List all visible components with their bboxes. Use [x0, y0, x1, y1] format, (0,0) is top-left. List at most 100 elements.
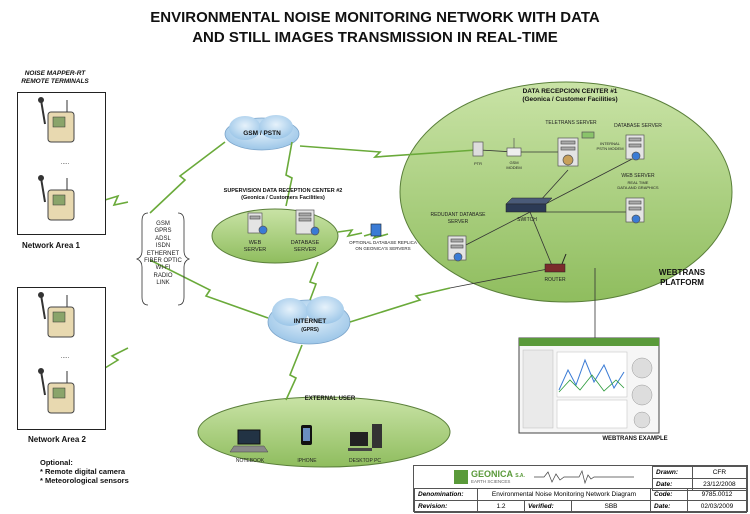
- geonica-logo-sub: EARTH SCIENCES: [471, 479, 511, 484]
- network-area-1-label: Network Area 1: [22, 241, 80, 250]
- gsm-pstn-label: GSM / PSTN: [243, 130, 281, 137]
- notebook-label: NOTEBOOK: [235, 458, 265, 464]
- reception-web-server-label-line-3: DATA AND GRAPHICS: [617, 185, 659, 190]
- date2-label: Date:: [650, 500, 688, 513]
- diagram-title: ENVIRONMENTAL NOISE MONITORING NETWORK W…: [0, 8, 750, 48]
- replica-label-line-2: ON GEONICA'S SERVERS: [355, 245, 411, 251]
- sup-web-server-label-line-2: SERVER: [243, 247, 267, 253]
- sup-db-server-label-line-2: SERVER: [293, 247, 317, 253]
- verified-label: Verified:: [524, 500, 572, 513]
- revision-value: 1.2: [477, 500, 525, 513]
- reception-db-server-label: DATABASE SERVER: [614, 123, 662, 129]
- desktop-pc-label: DESKTOP PC: [348, 458, 382, 464]
- code-value: 9785.0012: [687, 488, 747, 501]
- title-line-1: ENVIRONMENTAL NOISE MONITORING NETWORK W…: [150, 9, 600, 26]
- teletrans-server-icon: [557, 137, 579, 167]
- reception-web-server-icon: [625, 197, 645, 224]
- reception-center-ellipse: [399, 81, 733, 303]
- replica-icon: [370, 223, 382, 237]
- internet-label: INTERNET (GPRS): [280, 318, 340, 334]
- comm-link: WI-FI: [155, 265, 171, 272]
- terminal-device-1: [38, 97, 75, 143]
- supervision-title: SUPERVISION DATA RECEPTION CENTER #2 (Ge…: [213, 188, 353, 202]
- gsm-modem-label-line-2: MODEM: [506, 165, 522, 170]
- desktop-pc-icon: [348, 424, 382, 451]
- sup-db-server-icon: [295, 209, 320, 236]
- replica-label-line-1: OPTIONAL DATABASE REPLICA: [349, 240, 417, 245]
- comm-link: ADSL: [155, 235, 171, 242]
- reception-title-line-2: (Geonica / Customer Facilities): [522, 96, 618, 103]
- webtrans-platform-label: WEBTRANS PLATFORM: [652, 268, 712, 288]
- verified-value: SBB: [571, 500, 651, 513]
- redundant-db-label: REDUDANT DATABASE SERVER: [418, 212, 498, 226]
- comm-link: LINK: [156, 280, 170, 287]
- router-label: ROUTER: [544, 277, 566, 283]
- switch-label: SWITCH: [517, 217, 537, 223]
- denomination-value: Environmental Noise Monitoring Network D…: [477, 488, 651, 501]
- title-block-right: Drawn:CFR Date:23/12/2008: [652, 466, 748, 491]
- modem-card-icon: [581, 131, 595, 139]
- date2-value: 02/03/2009: [687, 500, 747, 513]
- internet-label-line-2: (GPRS): [301, 327, 319, 333]
- denomination-label: Denomination:: [414, 488, 478, 501]
- webtrans-example-label: WEBTRANS EXAMPLE: [602, 436, 668, 442]
- gsm-modem-label-line-1: GSM: [509, 160, 519, 165]
- revision-label: Revision:: [414, 500, 478, 513]
- webtrans-platform-label-line-2: PLATFORM: [660, 278, 704, 287]
- gsm-pstn-cloud: [224, 115, 300, 151]
- comm-link: ETHERNET: [146, 250, 180, 257]
- supervision-center-ellipse: [211, 208, 339, 264]
- webtrans-screenshot: [518, 337, 660, 434]
- switch-icon: [505, 197, 553, 213]
- logo-area: GEONICA S.A. EARTH SCIENCES: [414, 466, 653, 489]
- redundant-db-server-icon: [447, 235, 467, 262]
- comm-link: FIBER OPTIC: [144, 258, 182, 265]
- terminal-devices: [38, 97, 75, 414]
- area1-dots: .....: [60, 160, 70, 166]
- reception-web-server-label-line-1: WEB SERVER: [621, 173, 655, 179]
- redundant-db-label-line-1: REDUDANT DATABASE: [430, 212, 486, 218]
- terminals-header-line-2: REMOTE TERMINALS: [21, 78, 89, 85]
- terminal-device-2: [38, 175, 75, 221]
- notebook-icon: [229, 429, 269, 453]
- sup-db-server-label: DATABASE SERVER: [285, 240, 325, 254]
- replica-label: OPTIONAL DATABASE REPLICA ON GEONICA'S S…: [348, 240, 418, 251]
- gsm-modem-icon: [506, 138, 522, 157]
- comm-bracket: [135, 212, 191, 306]
- reception-title-line-1: DATA RECEPCION CENTER #1: [522, 88, 618, 95]
- comm-link: GPRS: [154, 228, 172, 235]
- waveform-icon: [534, 470, 634, 484]
- ptr-icon: [472, 141, 484, 157]
- geonica-logo-suffix: S.A.: [515, 473, 525, 479]
- redundant-db-label-line-2: SERVER: [447, 219, 469, 225]
- gsm-modem-label: GSM MODEM: [500, 160, 528, 170]
- sup-web-server-icon: [247, 212, 268, 235]
- iphone-label: IPHONE: [297, 458, 317, 464]
- external-user-ellipse: [197, 396, 451, 468]
- comm-link: GSM: [156, 221, 170, 227]
- sup-db-server-label-line-1: DATABASE: [290, 240, 320, 246]
- area2-dots: .....: [60, 354, 70, 360]
- geonica-logo-text: GEONICA S.A.: [471, 469, 525, 479]
- ptr-label: PTR: [474, 161, 482, 166]
- internal-modem-label: INTERNAL PSTN MODEM: [590, 141, 630, 151]
- internet-label-line-1: INTERNET: [293, 318, 327, 325]
- external-user-label: EXTERNAL USER: [304, 396, 356, 402]
- title-line-2: AND STILL IMAGES TRANSMISSION IN REAL-TI…: [192, 29, 558, 46]
- reception-title: DATA RECEPCION CENTER #1 (Geonica / Cust…: [505, 88, 635, 104]
- title-block-bottom: Denomination: Environmental Noise Monito…: [414, 488, 747, 513]
- optional-item-1: * Remote digital camera: [40, 467, 126, 476]
- wireless-links: [104, 141, 477, 401]
- terminal-device-3: [38, 292, 75, 338]
- code-label: Code:: [650, 488, 688, 501]
- terminal-device-4: [38, 368, 75, 414]
- webtrans-platform-label-line-1: WEBTRANS: [658, 268, 706, 277]
- terminals-header-line-1: NOISE MAPPER-RT: [24, 70, 86, 77]
- network-area-2-label: Network Area 2: [28, 435, 86, 444]
- supervision-title-line-1: SUPERVISION DATA RECEPTION CENTER #2: [223, 188, 343, 194]
- drawn-value: CFR: [691, 466, 748, 479]
- geonica-logo-icon: [454, 470, 468, 484]
- reception-web-server-label-line-2: REAL TIME: [627, 179, 649, 185]
